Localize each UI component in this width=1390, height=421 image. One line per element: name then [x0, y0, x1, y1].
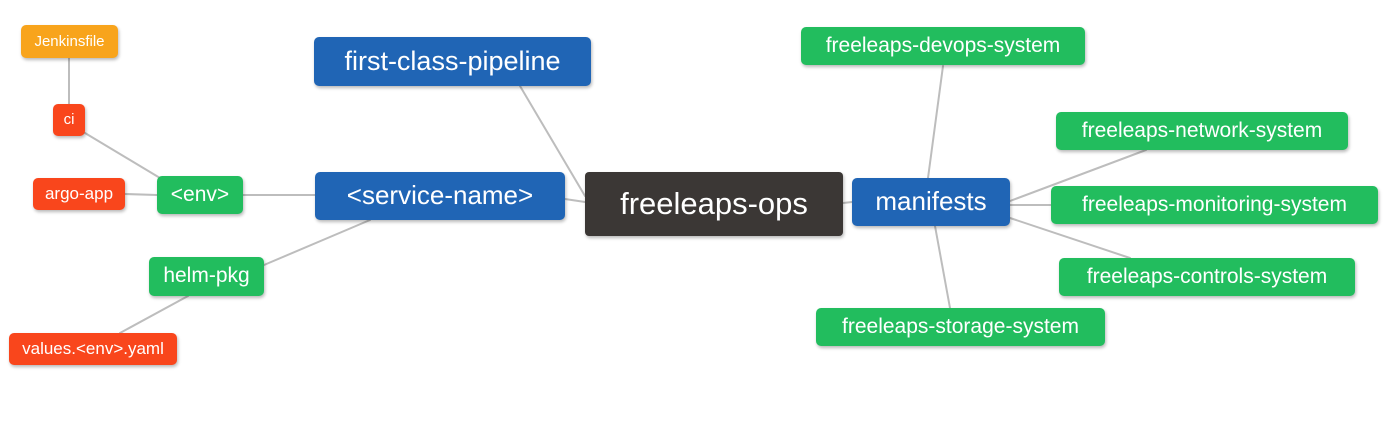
mindmap-node-env[interactable]: <env>: [157, 176, 243, 214]
mindmap-node-freeleaps-storage-system[interactable]: freeleaps-storage-system: [816, 308, 1105, 346]
mindmap-node-argo-app[interactable]: argo-app: [33, 178, 125, 210]
mindmap-node-jenkinsfile[interactable]: Jenkinsfile: [21, 25, 118, 58]
mindmap-edge: [927, 65, 944, 179]
mindmap-node-helm-pkg[interactable]: helm-pkg: [149, 257, 264, 296]
mindmap-node-first-class-pipeline[interactable]: first-class-pipeline: [314, 37, 591, 86]
mindmap-node-service-name[interactable]: <service-name>: [315, 172, 565, 220]
mindmap-node-values-env-yaml[interactable]: values.<env>.yaml: [9, 333, 177, 365]
mindmap-edge: [124, 193, 158, 196]
mindmap-node-freeleaps-network-system[interactable]: freeleaps-network-system: [1056, 112, 1348, 150]
mindmap-edge: [84, 132, 161, 179]
mindmap-node-ci[interactable]: ci: [53, 104, 85, 136]
mindmap-edge: [934, 225, 951, 309]
mindmap-edge: [263, 219, 371, 266]
mindmap-edge: [842, 201, 853, 204]
mindmap-edge: [119, 295, 189, 334]
mindmap-node-freeleaps-devops-system[interactable]: freeleaps-devops-system: [801, 27, 1085, 65]
mindmap-edge: [1009, 217, 1131, 259]
mindmap-edge: [564, 198, 586, 203]
mindmap-node-freeleaps-controls-system[interactable]: freeleaps-controls-system: [1059, 258, 1355, 296]
mindmap-node-freeleaps-monitoring-system[interactable]: freeleaps-monitoring-system: [1051, 186, 1378, 224]
mindmap-node-manifests[interactable]: manifests: [852, 178, 1010, 226]
mindmap-node-freeleaps-ops[interactable]: freeleaps-ops: [585, 172, 843, 236]
